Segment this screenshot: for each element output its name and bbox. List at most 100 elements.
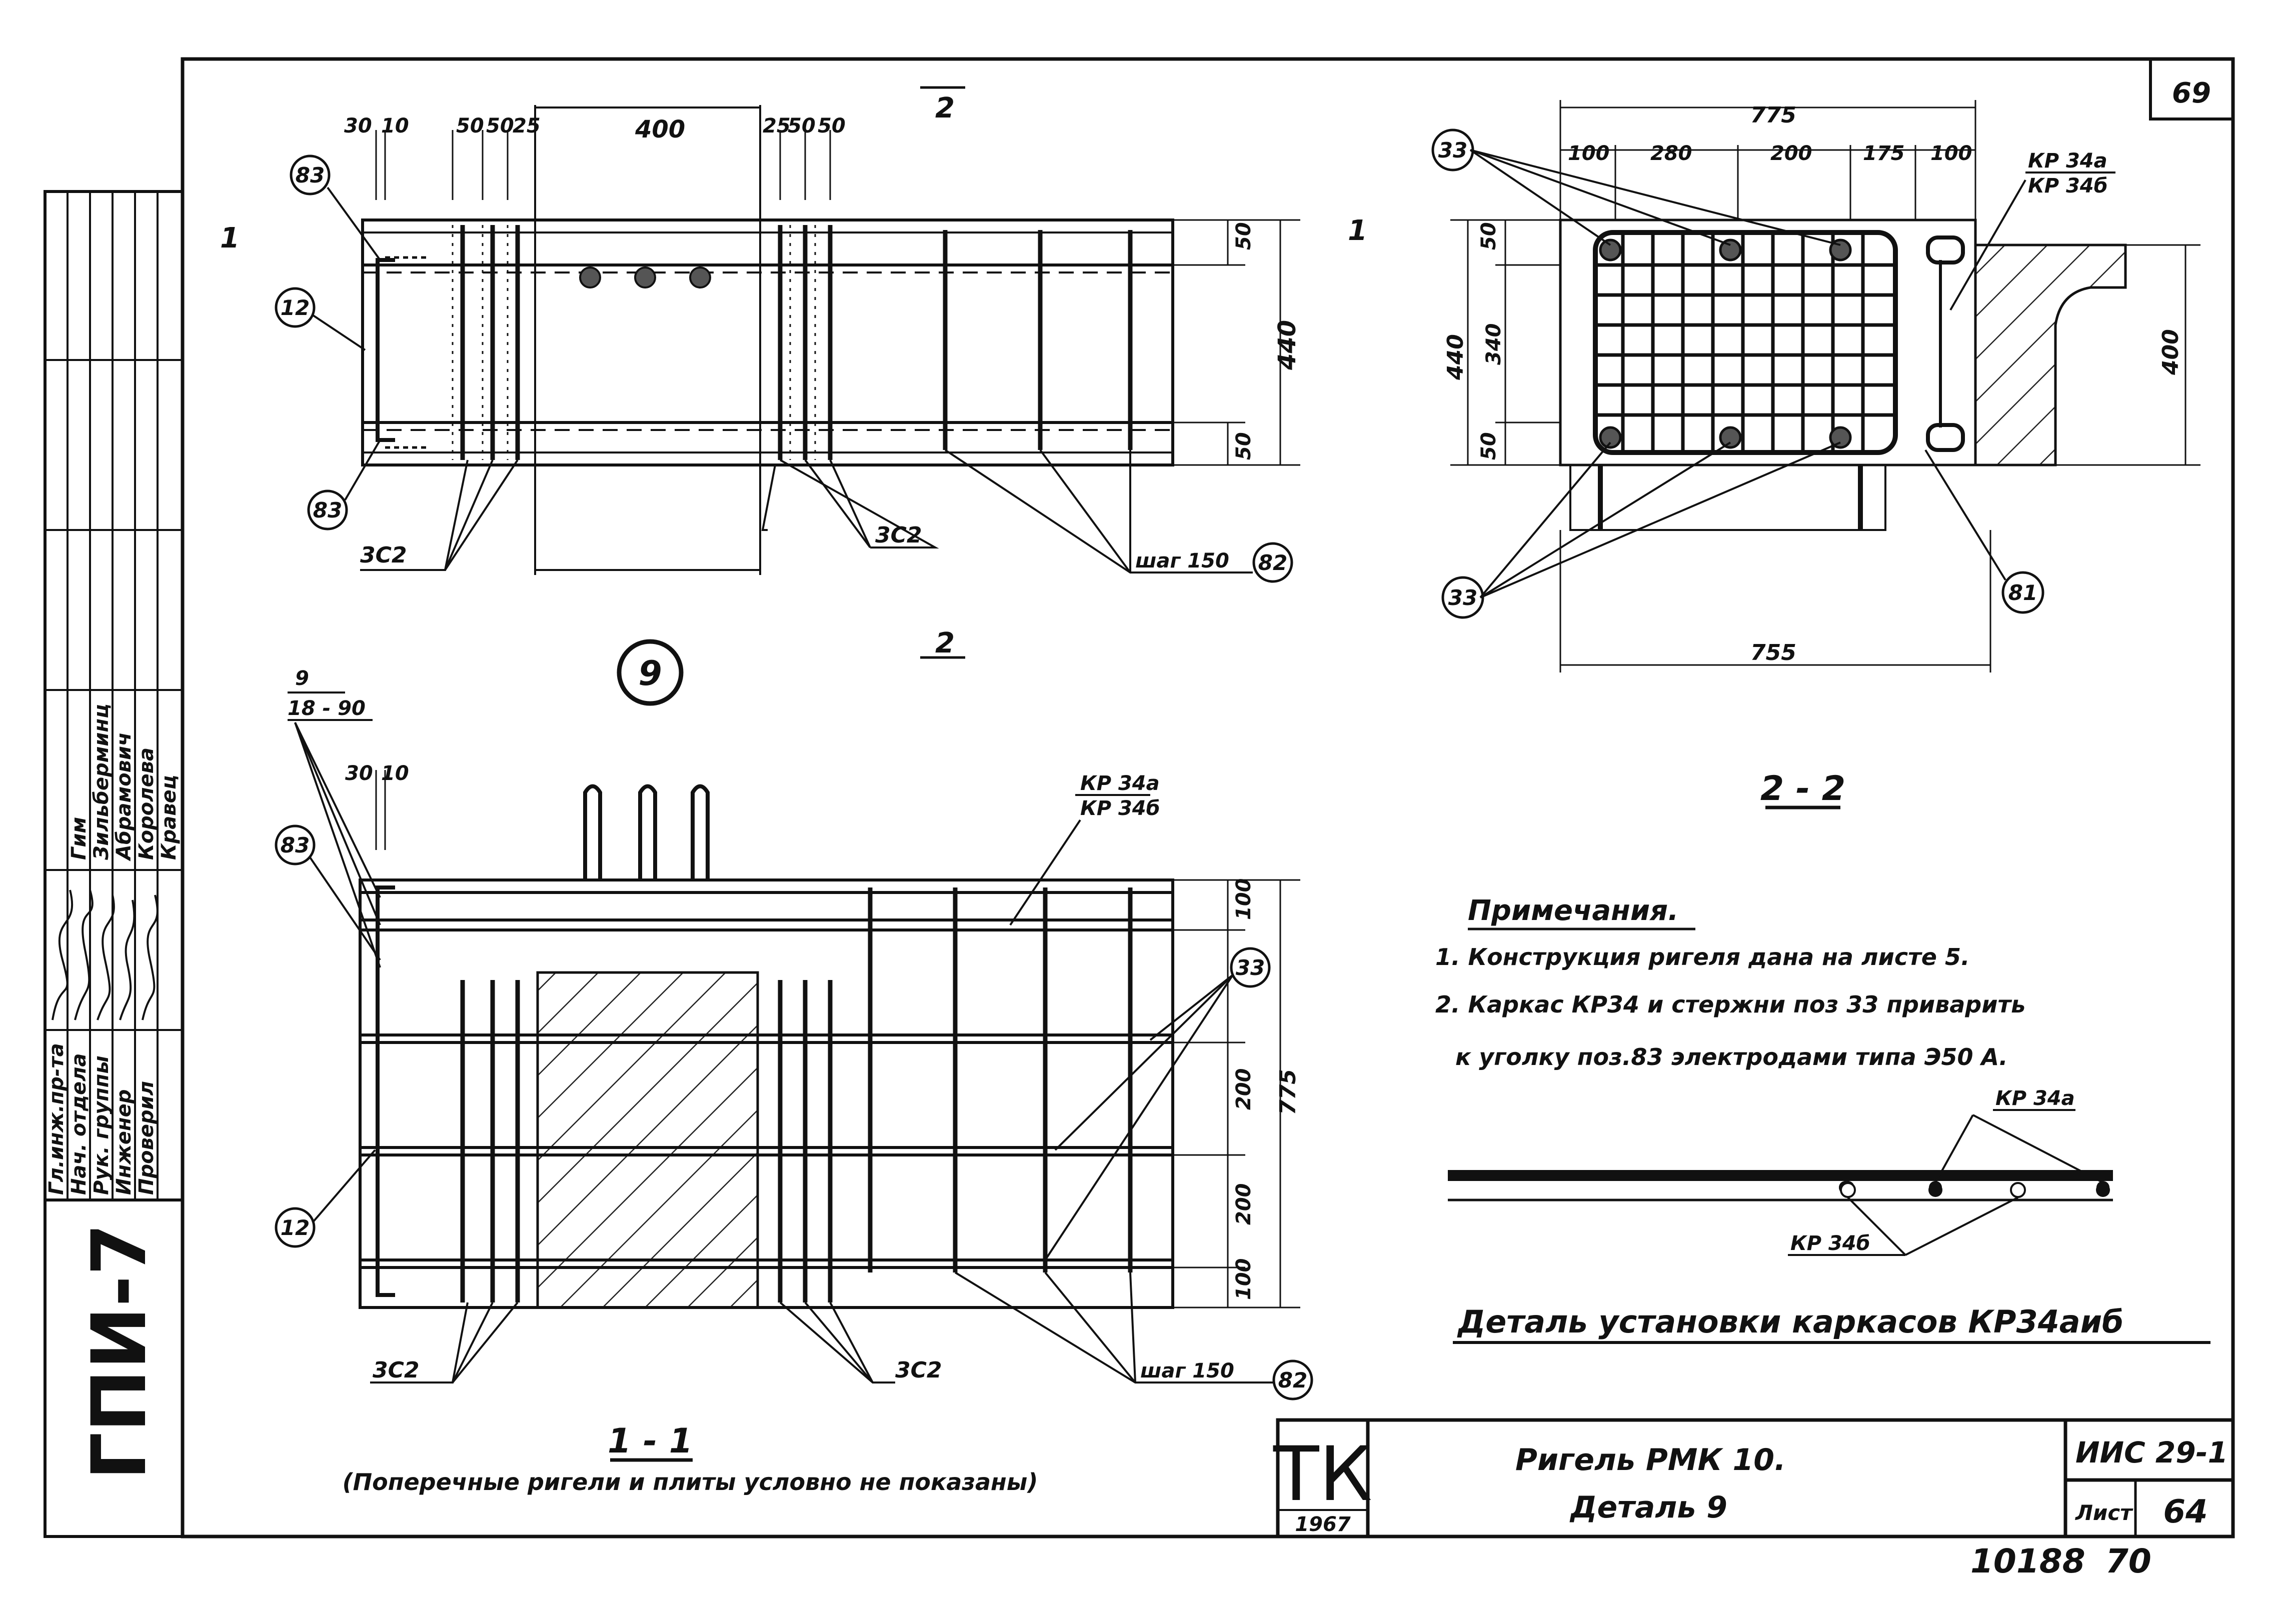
plan-3c2-right: 3С2 xyxy=(875,522,922,548)
role-chief-engineer: Гл.инж.пр-та xyxy=(45,1043,68,1195)
page-number-box xyxy=(2149,58,2234,120)
plan-dim-50d: 50 xyxy=(818,114,846,138)
section-mark-bottom: 2 xyxy=(935,627,955,660)
page-number: 69 xyxy=(2172,77,2211,110)
s22-kr-b: КР 34б xyxy=(2028,174,2108,198)
section-1-1-callouts: 83 12 33 82 xyxy=(275,824,1313,1400)
install-kr-b: КР 34б xyxy=(1790,1232,1870,1255)
s22-dim-50a: 50 xyxy=(1477,222,1500,250)
section-mark-right: 1 xyxy=(1348,214,1367,247)
s11-fraction-bottom: 18 - 90 xyxy=(288,697,366,720)
archive-page: 70 xyxy=(2105,1542,2151,1580)
s11-fraction-top: 9 xyxy=(295,667,309,690)
sheet-number: 64 xyxy=(2163,1494,2207,1530)
plan-dim-50b: 50 xyxy=(486,114,514,138)
s22-dim-440: 440 xyxy=(1443,334,1468,380)
detail-marker-circle xyxy=(617,639,684,706)
role-engineer: Инженер xyxy=(113,1090,136,1195)
title-line2: Деталь 9 xyxy=(1569,1490,1727,1525)
plan-dim-10: 10 xyxy=(381,114,409,138)
s11-dim-775: 775 xyxy=(1275,1069,1301,1115)
name-1: Гим xyxy=(68,817,91,860)
name-4: Королева xyxy=(135,748,158,860)
name-2: Зильберминц xyxy=(90,704,113,860)
s11-kr-b: КР 34б xyxy=(1080,797,1160,820)
section-1-1-subcaption: (Поперечные ригели и плиты условно не по… xyxy=(343,1468,1038,1496)
plan-dim-50c: 50 xyxy=(788,114,816,138)
section-2-2-dimensions: 775 100 280 200 175 100 440 50 340 50 40… xyxy=(1443,102,2183,666)
name-5: Кравец xyxy=(158,775,181,860)
archive-number: 10188 xyxy=(1970,1542,2085,1580)
s22-dim-100b: 100 xyxy=(1930,142,1972,165)
s11-dim-200a: 200 xyxy=(1232,1068,1255,1110)
section-1-1-caption: 1 - 1 xyxy=(608,1422,693,1461)
s11-3c2-right: 3С2 xyxy=(895,1358,942,1383)
plan-dim-50a: 50 xyxy=(456,114,484,138)
series-code: ИИС 29-1 xyxy=(2075,1436,2228,1470)
s22-dim-50b: 50 xyxy=(1477,432,1500,460)
s11-dim-10: 10 xyxy=(381,762,409,785)
plan-callout-83-bottom: 83 xyxy=(313,498,342,522)
install-caption: Деталь установки каркасов КР34аиб xyxy=(1457,1304,2123,1340)
plan-callout-83-top: 83 xyxy=(296,163,325,188)
note-2: 2. Каркас КР34 и стержни поз 33 приварит… xyxy=(1435,991,2025,1018)
plan-dim-right-50a: 50 xyxy=(1232,222,1255,250)
section-mark-top: 2 xyxy=(935,92,955,124)
s22-dim-100a: 100 xyxy=(1568,142,1610,165)
plan-dim-25a: 25 xyxy=(513,114,541,138)
plan-leaders xyxy=(360,449,1253,574)
signature-scribbles xyxy=(52,890,159,1020)
s22-callout-81: 81 xyxy=(2008,580,2037,605)
section-2-2-caption: 2 - 2 xyxy=(1760,769,1845,808)
sheet-label: Лист xyxy=(2074,1500,2133,1525)
left-stamp xyxy=(44,190,184,1538)
s22-dim-755: 755 xyxy=(1750,640,1796,666)
s22-dim-200: 200 xyxy=(1770,142,1812,165)
plan-dimensions: 30 10 50 50 25 400 25 50 50 50 440 50 xyxy=(344,114,1301,460)
s11-3c2-left: 3С2 xyxy=(373,1358,420,1383)
s22-dim-280: 280 xyxy=(1650,142,1692,165)
s22-dim-775: 775 xyxy=(1750,102,1796,128)
role-checked-by: Проверил xyxy=(135,1081,158,1195)
plan-callout-12: 12 xyxy=(281,296,310,320)
title-year: 1967 xyxy=(1295,1513,1350,1536)
section-mark-left: 1 xyxy=(220,222,240,254)
plan-dim-right-440: 440 xyxy=(1273,320,1301,370)
role-dept-head: Нач. отдела xyxy=(68,1054,91,1195)
signature-roles: Гл.инж.пр-та Нач. отдела Рук. группы Инж… xyxy=(45,1043,158,1195)
s22-dim-175: 175 xyxy=(1863,142,1905,165)
s11-dim-100a: 100 xyxy=(1232,878,1255,920)
s11-dim-200b: 200 xyxy=(1232,1184,1255,1226)
s11-callout-12: 12 xyxy=(281,1216,310,1240)
plan-section-marks: 2 2 1 1 xyxy=(220,86,1367,660)
plan-callouts: 83 12 83 82 xyxy=(275,154,1293,583)
plan-dim-25b: 25 xyxy=(763,114,791,138)
plan-3c2-left: 3С2 xyxy=(360,542,407,568)
s11-dim-100b: 100 xyxy=(1232,1258,1255,1300)
detail-install-drawing xyxy=(1448,1114,2113,1256)
s22-callout-33-bottom: 33 xyxy=(1448,586,1477,610)
note-3: к уголку поз.83 электродами типа Э50 А. xyxy=(1455,1044,2008,1070)
org-stamp: ГПИ-7 xyxy=(76,1224,163,1480)
s11-step-label: шаг 150 xyxy=(1140,1360,1234,1382)
name-3: Абрамович xyxy=(113,732,136,862)
title-block xyxy=(1276,1418,2235,1538)
s22-dim-340: 340 xyxy=(1482,324,1505,366)
signature-names: Гим Зильберминц Абрамович Королева Краве… xyxy=(68,704,181,862)
s22-dim-400: 400 xyxy=(2158,329,2183,376)
plan-dim-30: 30 xyxy=(344,114,372,138)
title-logo: ТК xyxy=(1273,1431,1372,1518)
plan-callout-82: 82 xyxy=(1258,550,1287,575)
install-kr-a: КР 34а xyxy=(1995,1087,2075,1110)
section-2-2 xyxy=(1450,100,2200,672)
section-1-1 xyxy=(359,770,1300,1309)
plan-dim-400: 400 xyxy=(635,116,685,144)
plan-view xyxy=(361,105,1300,575)
section-2-2-callouts: 33 33 81 xyxy=(1431,128,2044,619)
s11-fraction-leaders xyxy=(294,722,381,968)
s11-callout-83: 83 xyxy=(281,833,310,858)
s11-kr-a: КР 34а xyxy=(1080,772,1160,795)
plan-step-label: шаг 150 xyxy=(1135,550,1229,572)
section-1-1-dimensions: 30 10 100 775 200 200 100 xyxy=(345,762,1301,1300)
